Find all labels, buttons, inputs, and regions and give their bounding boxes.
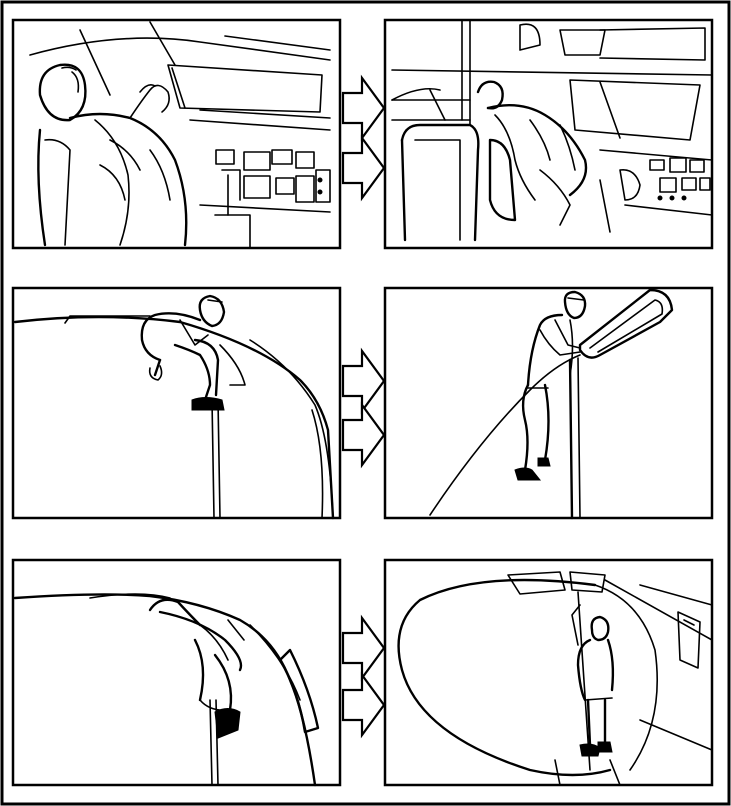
double-arrow-icon	[341, 347, 386, 469]
panel-pilot-climbing-out	[11, 286, 342, 520]
panel-frame	[11, 558, 342, 787]
panel-frame	[11, 286, 342, 520]
double-arrow-icon	[341, 614, 386, 739]
panel-pilot-seated	[11, 18, 342, 250]
panel-frame	[383, 18, 714, 250]
panel-person-descending	[11, 558, 342, 787]
panel-pilot-leaning	[383, 18, 714, 250]
panel-person-nose-descent	[383, 558, 714, 787]
double-arrow-icon	[341, 74, 386, 202]
panel-pilot-hanging	[383, 286, 714, 520]
